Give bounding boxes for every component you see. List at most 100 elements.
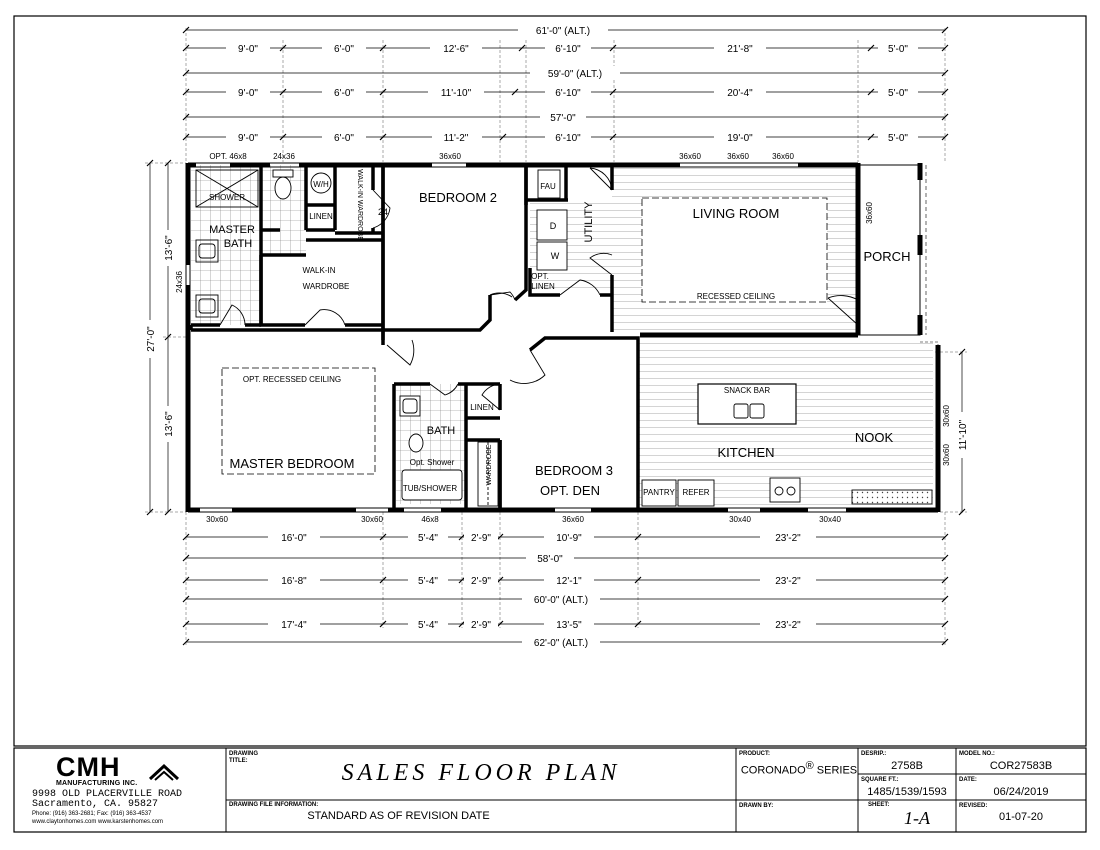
dim-top-3-seg-4: 6'-10" [555, 133, 581, 144]
utility-label: UTILITY [583, 201, 595, 243]
shower-label: SHOWER [209, 193, 245, 202]
kitchen-label: KITCHEN [717, 445, 774, 460]
opt-linen-label-1: OPT. [531, 272, 549, 281]
dim-top-total-1: 61'-0" (ALT.) [536, 26, 590, 37]
dim-top-2-seg-3: 11'-10" [441, 88, 472, 99]
dim-bot-2-seg-3: 2'-9" [471, 576, 491, 587]
dim-left-overall: 27'-0" [146, 326, 157, 352]
window-30x60-bottom-left: 30x60 [206, 515, 228, 524]
dim-right-nook: 11'-10" [958, 419, 969, 450]
sqft-label: SQUARE FT.: [861, 777, 899, 783]
window-30x60-master: 30x60 [361, 515, 383, 524]
dim-bot-2-seg-2: 5'-4" [418, 576, 438, 587]
company-sub: MANUFACTURING INC. [56, 780, 138, 787]
sheet-label: SHEET: [868, 802, 890, 808]
window-24x36-top: 24x36 [273, 152, 295, 161]
window-24x36-left: 24x36 [175, 271, 184, 293]
dim-top-2-seg-5: 20'-4" [727, 88, 753, 99]
washer-label: W [551, 251, 560, 261]
address-line-1: 9998 OLD PLACERVILLE ROAD [32, 789, 183, 800]
dim-top-1-seg-1: 9'-0" [238, 44, 258, 55]
dim-bot-1-seg-1: 16'-0" [281, 533, 307, 544]
dim-bot-1-seg-2: 5'-4" [418, 533, 438, 544]
dim-left-upper: 13'-6" [164, 235, 175, 261]
window-36x60-living-3: 36x60 [772, 152, 794, 161]
dim-top-2-seg-1: 9'-0" [238, 88, 258, 99]
opt-shower-label: Opt. Shower [410, 458, 455, 467]
dim-top-2-seg-4: 6'-10" [555, 88, 581, 99]
dim-bot-2-seg-5: 23'-2" [775, 576, 801, 587]
window-opt-46x8: OPT. 46x8 [209, 152, 247, 161]
company-logo: CMH [56, 752, 121, 782]
dim-top-total-2: 59'-0" (ALT.) [548, 69, 602, 80]
linen-label-1: LINEN [309, 212, 333, 221]
model-number: COR27583B [989, 760, 1053, 772]
bedroom3-label-1: BEDROOM 3 [535, 463, 613, 478]
desrip-label: DESRIP.: [861, 751, 887, 757]
dim-top-3-seg-6: 5'-0" [888, 133, 908, 144]
floor-plan: OPT. 46x8 24x36 36x60 36x60 36x60 36x60 … [175, 152, 951, 524]
product-name: CORONADO® SERIES [740, 760, 858, 777]
bath-label: BATH [427, 425, 456, 437]
top-dimension-lines: 61'-0" (ALT.) 9'-0" 6'-0" 12'-6" 6'-10" … [182, 23, 949, 162]
dim-bot-3-seg-3: 2'-9" [471, 620, 491, 631]
dim-top-1-seg-3: 12'-6" [443, 44, 469, 55]
side-dimension-lines: 27'-0" 13'-6" 13'-6" 11'-10" [143, 159, 969, 516]
dim-top-2-seg-2: 6'-0" [334, 88, 354, 99]
model-label: MODEL NO.: [959, 751, 995, 757]
wh-label: W/H [313, 180, 329, 189]
linen-label-2: LINEN [470, 403, 494, 412]
date-label: DATE: [959, 777, 977, 783]
dryer-label: D [550, 221, 557, 231]
date-value: 06/24/2019 [993, 786, 1049, 798]
drawing-title-label: DRAWING TITLE: [229, 751, 258, 764]
dim-bot-3-seg-2: 5'-4" [418, 620, 438, 631]
tub-shower-label: TUB/SHOWER [403, 484, 457, 493]
dim-bot-2-seg-4: 12'-1" [556, 576, 582, 587]
living-room-label: LIVING ROOM [693, 206, 780, 221]
company-phone: Phone: (916) 363-2681; Fax: (916) 363-45… [32, 811, 152, 817]
drawing-title: SALES FLOOR PLAN [341, 760, 621, 786]
recessed-ceiling-label: RECESSED CEILING [697, 292, 775, 301]
window-36x60-living-1: 36x60 [679, 152, 701, 161]
refer-label: REFER [682, 488, 709, 497]
cmh-logo-house-icon [148, 763, 180, 781]
dim-bot-1-seg-3: 2'-9" [471, 533, 491, 544]
porch-label: PORCH [864, 249, 911, 264]
walkin-wardrobe-label-1: WALK-IN [302, 266, 335, 275]
opt-linen-label-2: LINEN [531, 282, 555, 291]
drawing-border [13, 15, 1087, 747]
bedroom2-label: BEDROOM 2 [419, 190, 497, 205]
window-30x60-nook-alt: 30x60 [942, 405, 951, 427]
master-bedroom-label: MASTER BEDROOM [230, 456, 355, 471]
window-46x8-bath: 46x8 [421, 515, 439, 524]
window-30x60-nook: 30x60 [942, 444, 951, 466]
title-block-border [13, 747, 1087, 833]
dim-top-1-seg-6: 5'-0" [888, 44, 908, 55]
title-block-grid [225, 748, 1086, 832]
window-36x60-living-2: 36x60 [727, 152, 749, 161]
dim-bot-3-seg-1: 17'-4" [281, 620, 307, 631]
dim-left-lower: 13'-6" [164, 411, 175, 437]
sheet-number: 1-A [904, 808, 930, 828]
dim-top-3-seg-3: 11'-2" [444, 133, 469, 144]
dim-bot-total-3: 62'-0" (ALT.) [534, 638, 588, 649]
master-bath-label-1: MASTER [209, 224, 255, 236]
recessed-ceiling-outline [641, 197, 828, 303]
revised-value: 01-07-20 [998, 811, 1044, 823]
wardrobe-label: WARDROBE [486, 444, 493, 485]
address-line-2: Sacramento, CA. 95827 [32, 799, 159, 810]
window-30x40-nook: 30x40 [819, 515, 841, 524]
dim-top-3-seg-2: 6'-0" [334, 133, 354, 144]
dim-bot-1-seg-4: 10'-9" [556, 533, 582, 544]
window-36x60-porch: 36x60 [865, 202, 874, 224]
nook-label: NOOK [855, 430, 894, 445]
opt-recessed-ceiling-label: OPT. RECESSED CEILING [243, 375, 341, 384]
walkin-wardrobe-label-2: WARDROBE [303, 282, 350, 291]
fau-label: FAU [540, 182, 556, 191]
window-30x40-kitchen: 30x40 [729, 515, 751, 524]
dim-bot-1-seg-5: 23'-2" [775, 533, 801, 544]
file-info-label: DRAWING FILE INFORMATION: [229, 802, 319, 808]
window-36x60-bedroom3: 36x60 [562, 515, 584, 524]
